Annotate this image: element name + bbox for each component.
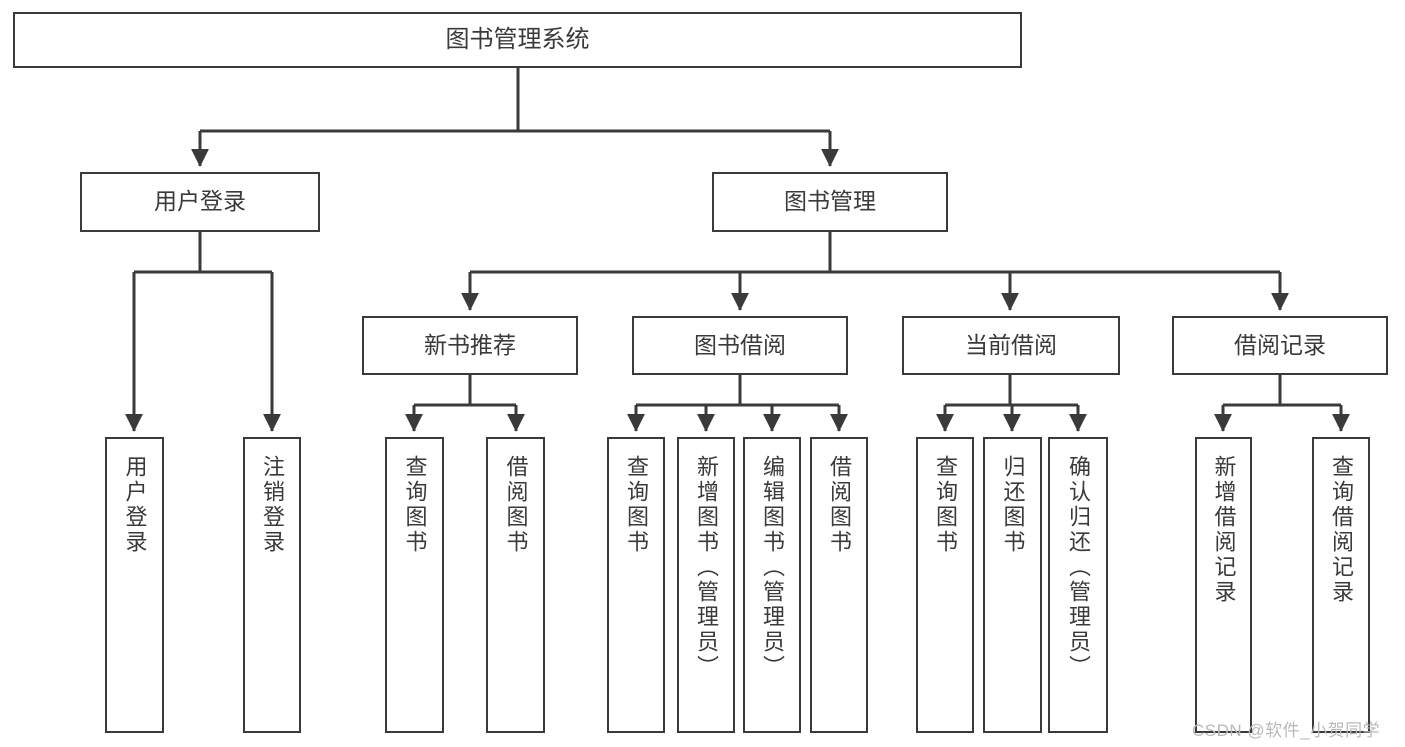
node-leaf-query-book-2[interactable]: 查询图书	[607, 437, 665, 733]
node-leaf-user-login[interactable]: 用户登录	[105, 437, 164, 733]
node-book-borrow-label: 图书借阅	[694, 331, 786, 358]
node-user-login[interactable]: 用户登录	[80, 172, 320, 232]
node-leaf-borrow-book-1-label: 借阅图书	[503, 455, 529, 555]
node-leaf-add-book[interactable]: 新增图书（管理员）	[677, 437, 735, 733]
node-book-manage-label: 图书管理	[784, 188, 876, 215]
node-root-label: 图书管理系统	[445, 25, 590, 53]
node-leaf-borrow-book-1[interactable]: 借阅图书	[486, 437, 545, 733]
node-leaf-confirm-return[interactable]: 确认归还（管理员）	[1048, 437, 1108, 733]
node-leaf-query-book-3[interactable]: 查询图书	[916, 437, 974, 733]
node-current-borrow[interactable]: 当前借阅	[902, 316, 1120, 375]
csdn-watermark: CSDN @软件_小贺同学	[1192, 721, 1381, 740]
node-leaf-add-record-label: 新增借阅记录	[1211, 455, 1237, 605]
node-current-borrow-label: 当前借阅	[965, 331, 1057, 358]
node-borrow-record-label: 借阅记录	[1234, 331, 1326, 358]
node-leaf-add-book-label: 新增图书（管理员）	[694, 455, 719, 680]
node-root[interactable]: 图书管理系统	[13, 12, 1022, 68]
node-leaf-query-book-3-label: 查询图书	[933, 455, 958, 555]
node-leaf-return-book[interactable]: 归还图书	[983, 437, 1042, 733]
node-leaf-borrow-book-2-label: 借阅图书	[827, 455, 852, 555]
node-leaf-query-record[interactable]: 查询借阅记录	[1312, 437, 1370, 733]
node-new-book-recommend-label: 新书推荐	[424, 331, 516, 358]
node-borrow-record[interactable]: 借阅记录	[1172, 316, 1388, 375]
node-leaf-confirm-return-label: 确认归还（管理员）	[1066, 455, 1091, 680]
node-leaf-edit-book[interactable]: 编辑图书（管理员）	[743, 437, 801, 733]
node-leaf-query-book-1[interactable]: 查询图书	[385, 437, 444, 733]
node-user-login-label: 用户登录	[154, 188, 246, 215]
node-book-manage[interactable]: 图书管理	[712, 172, 948, 232]
node-leaf-add-record[interactable]: 新增借阅记录	[1195, 437, 1252, 733]
node-leaf-edit-book-label: 编辑图书（管理员）	[760, 455, 785, 680]
node-leaf-query-book-1-label: 查询图书	[402, 455, 428, 555]
node-leaf-return-book-label: 归还图书	[1000, 455, 1026, 555]
node-leaf-user-login-label: 用户登录	[122, 455, 148, 555]
node-new-book-recommend[interactable]: 新书推荐	[362, 316, 578, 375]
node-leaf-query-book-2-label: 查询图书	[624, 455, 649, 555]
node-leaf-query-record-label: 查询借阅记录	[1329, 455, 1354, 605]
node-leaf-borrow-book-2[interactable]: 借阅图书	[810, 437, 868, 733]
node-book-borrow[interactable]: 图书借阅	[632, 316, 848, 375]
node-leaf-logout-label: 注销登录	[260, 455, 285, 555]
node-leaf-logout[interactable]: 注销登录	[243, 437, 301, 733]
